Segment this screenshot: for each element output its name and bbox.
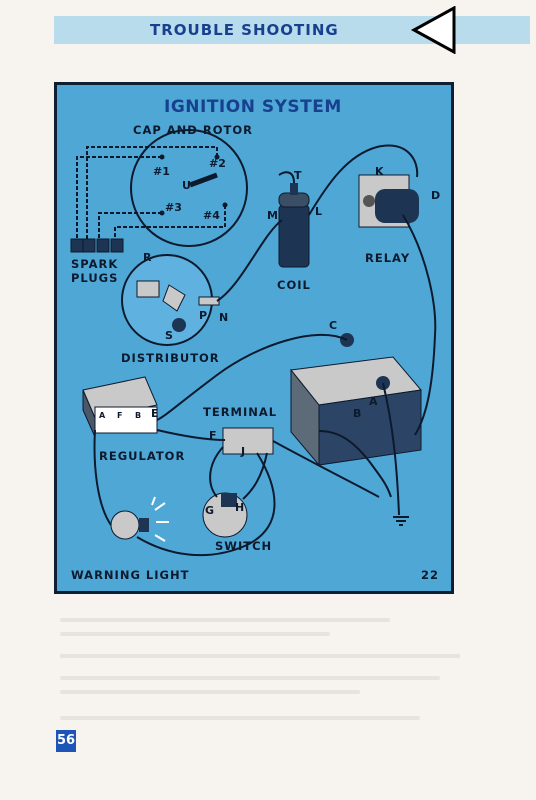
point-j: J: [241, 445, 246, 458]
point-l: L: [315, 205, 323, 218]
spark-plugs-label-line2: PLUGS: [71, 271, 119, 285]
point-t: T: [294, 169, 302, 182]
page-number: 56: [56, 730, 76, 752]
cap-circle: [130, 129, 248, 247]
point-b: B: [353, 407, 362, 420]
bleed-through-line: [60, 632, 330, 636]
terminal-label: TERMINAL: [203, 405, 278, 419]
cap-terminal-4: #4: [203, 209, 220, 222]
point-f: F: [209, 429, 217, 442]
switch: [202, 492, 248, 538]
ignition-wiring-diagram: [70, 129, 437, 557]
point-h: H: [235, 501, 245, 514]
wiring: [93, 144, 437, 557]
bleed-through-line: [60, 676, 440, 680]
figure-number: 22: [421, 568, 440, 582]
point-d: D: [431, 189, 441, 202]
cap-terminal-1: #1: [153, 165, 170, 178]
point-n: N: [219, 311, 229, 324]
cap-terminal-3: #3: [165, 201, 182, 214]
regulator: [82, 376, 158, 438]
warning-light: [110, 496, 169, 542]
bleed-through-line: [60, 618, 390, 622]
bleed-through-line: [60, 690, 360, 694]
rotor: [189, 172, 218, 188]
spark-plugs-label-line1: SPARK: [71, 257, 119, 271]
ignition-diagram-panel: IGNITION SYSTEM CAP AND ROTOR #1 #2 U #3…: [54, 82, 454, 594]
point-e: E: [151, 407, 159, 420]
point-c: C: [329, 319, 338, 332]
rotor-label-u: U: [182, 179, 191, 192]
spark-plug-leads: [76, 146, 226, 240]
cap-and-rotor-label: CAP AND ROTOR: [133, 123, 253, 137]
terminal-block: [222, 427, 274, 455]
ground-symbol: [393, 516, 409, 526]
bleed-through-line: [60, 716, 420, 720]
point-k: K: [375, 165, 384, 178]
spark-plugs: [70, 238, 124, 253]
point-m: M: [267, 209, 278, 222]
relay: [358, 174, 419, 228]
regulator-terminal-b: B: [135, 411, 142, 420]
point-p: P: [199, 309, 208, 322]
warning-light-label: WARNING LIGHT: [71, 568, 190, 582]
regulator-terminal-a: A: [99, 411, 106, 420]
back-arrow-icon[interactable]: [410, 6, 458, 54]
point-a: A: [369, 395, 378, 408]
cap-terminal-2: #2: [209, 157, 226, 170]
point-g: G: [205, 504, 215, 517]
regulator-label: REGULATOR: [99, 449, 186, 463]
relay-label: RELAY: [365, 251, 411, 265]
coil-label: COIL: [277, 278, 311, 292]
battery: [290, 333, 422, 467]
page-header-title: TROUBLE SHOOTING: [150, 21, 339, 39]
switch-label: SWITCH: [215, 539, 273, 553]
diagram-title: IGNITION SYSTEM: [164, 97, 342, 117]
regulator-terminal-f: F: [117, 411, 123, 420]
point-r: R: [143, 251, 152, 264]
point-s: S: [165, 329, 173, 342]
coil: [278, 183, 310, 268]
distributor-label: DISTRIBUTOR: [121, 351, 220, 365]
bleed-through-line: [60, 654, 460, 658]
